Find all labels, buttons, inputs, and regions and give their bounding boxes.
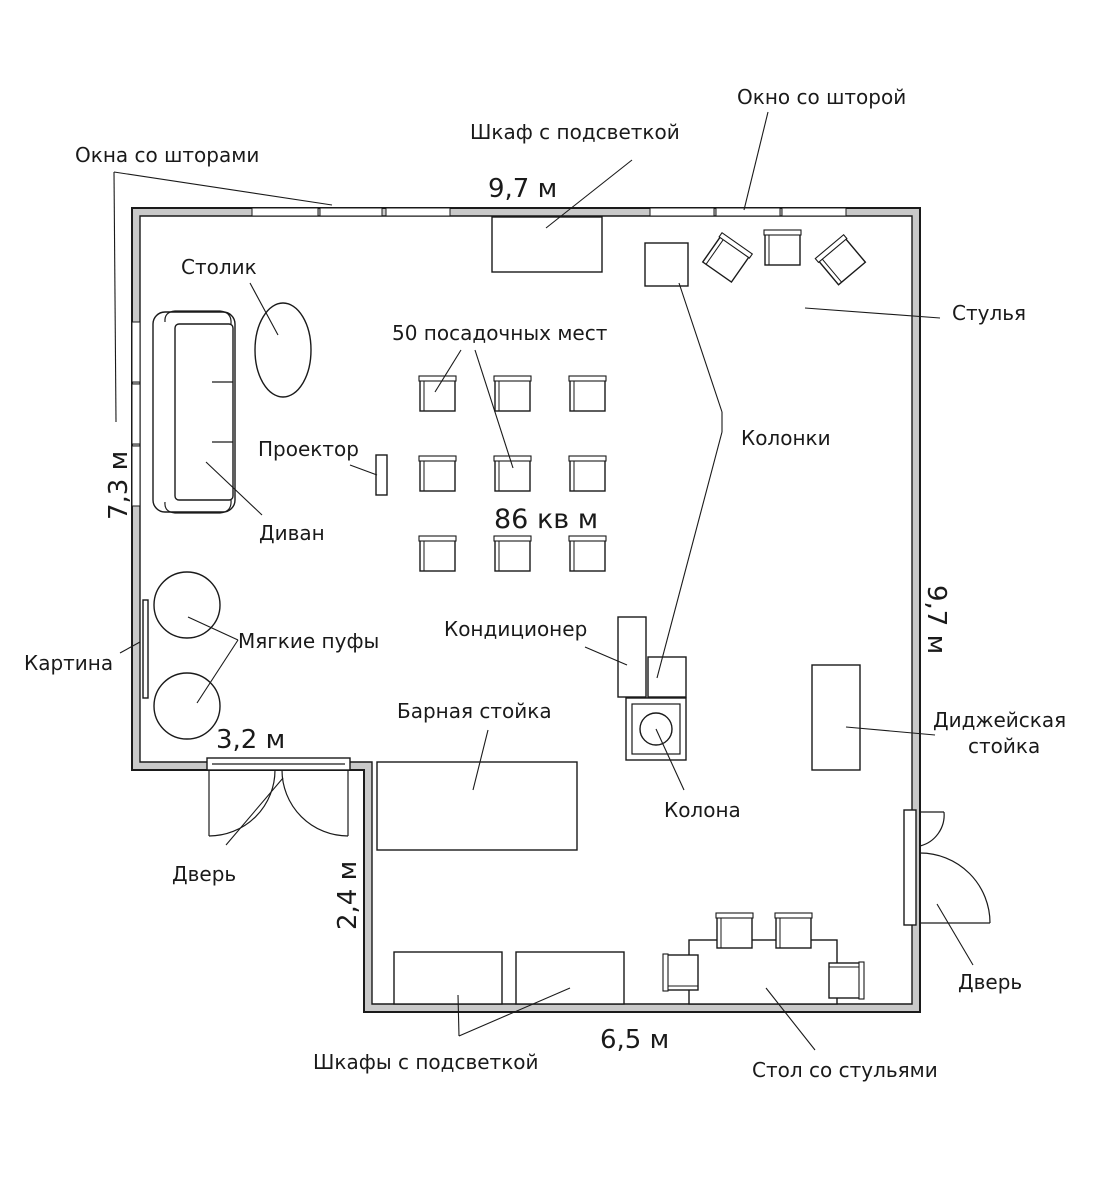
label-windows-curtains: Окна со шторами	[75, 143, 259, 167]
table-with-chairs	[662, 912, 865, 1005]
air-conditioner	[617, 616, 647, 698]
label-bar-counter: Барная стойка	[397, 699, 552, 723]
label-window-curtain: Окно со шторой	[737, 85, 906, 109]
pouf-top	[153, 571, 221, 639]
bar-counter	[376, 761, 578, 851]
walls	[131, 207, 921, 1013]
label-soft-poufs: Мягкие пуфы	[238, 629, 379, 653]
label-lit-cabinets: Шкафы с подсветкой	[313, 1050, 539, 1074]
dim-notch-width: 3,2 м	[216, 725, 285, 755]
label-door-left: Дверь	[172, 862, 236, 886]
pouf-bottom	[153, 672, 221, 740]
chairs-top-right	[701, 229, 867, 287]
label-dj-booth-1: Диджейская	[933, 708, 1066, 732]
label-chairs: Стулья	[952, 301, 1026, 325]
windows-top	[251, 207, 847, 217]
label-dj-booth-2: стойка	[968, 734, 1040, 758]
label-air-conditioner: Кондиционер	[444, 617, 587, 641]
label-door-right: Дверь	[958, 970, 1022, 994]
window-left	[131, 321, 141, 507]
dim-top-width: 9,7 м	[488, 174, 557, 204]
lit-cabinet-bottom-2	[515, 951, 625, 1005]
seat-chairs	[418, 375, 607, 572]
area-label: 86 кв м	[494, 504, 598, 535]
door-left	[206, 757, 351, 837]
label-speakers: Колонки	[741, 426, 831, 450]
label-painting: Картина	[24, 651, 113, 675]
sofa	[152, 310, 236, 514]
dj-booth	[811, 664, 861, 771]
dim-notch-height: 2,4 м	[333, 861, 363, 930]
painting	[142, 599, 149, 699]
label-projector: Проектор	[258, 437, 359, 461]
dim-left-height: 7,3 м	[104, 451, 134, 520]
label-seats: 50 посадочных мест	[392, 321, 608, 345]
speaker-top	[644, 242, 689, 287]
label-column: Колона	[664, 798, 741, 822]
label-sofa: Диван	[259, 521, 325, 545]
leader-lines	[113, 111, 974, 1051]
coffee-table	[254, 302, 312, 398]
dim-bottom-width: 6,5 м	[600, 1025, 669, 1055]
lit-cabinet	[491, 216, 603, 273]
projector	[375, 454, 388, 496]
lit-cabinet-bottom-1	[393, 951, 503, 1005]
speaker-bottom	[647, 656, 687, 698]
door-right	[903, 809, 991, 926]
label-lit-cabinet: Шкаф с подсветкой	[470, 120, 680, 144]
label-coffee-table: Столик	[181, 255, 257, 279]
dim-right-height: 9,7 м	[921, 585, 951, 654]
label-table-with-chairs: Стол со стульями	[752, 1058, 938, 1082]
